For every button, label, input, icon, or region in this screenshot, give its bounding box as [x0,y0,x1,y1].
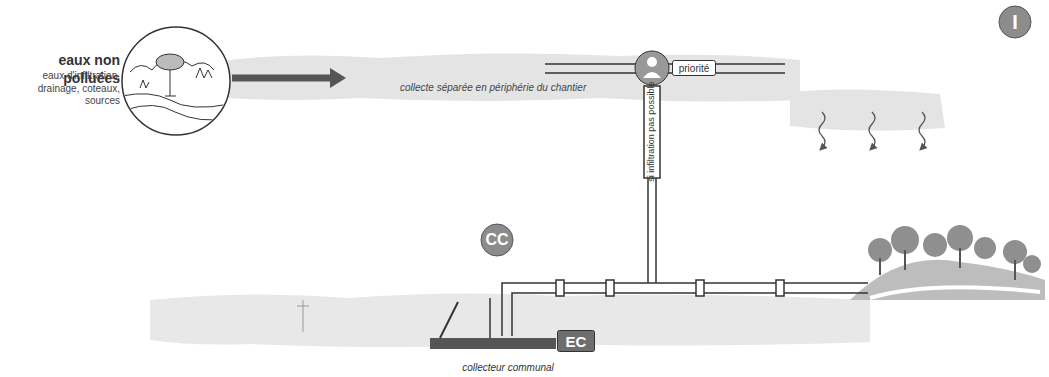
node-label: I [1012,11,1018,34]
flow-arrow [330,68,346,88]
flap-valve [440,302,458,338]
collector-label: collecteur communal [462,362,554,375]
node-label: CC [485,231,508,249]
note-label: collecte séparée en périphérie du chanti… [400,82,660,95]
node-label: priorité [679,63,710,74]
callout-circle: I [998,5,1032,39]
callout-circle: CC [480,223,514,257]
priority-tag: priorité [672,60,716,76]
source-list: eaux d'infiltration, drainage, coteaux, … [18,70,120,108]
flow-arrow [232,75,332,82]
node-label: EC [566,333,587,350]
trees [850,225,1045,300]
drain-pipe [490,280,868,340]
spring-illustration [122,27,230,135]
ground-band [228,53,800,101]
callout-box: EC [557,330,595,352]
infiltration-arrow [819,112,925,148]
heading-label: eaux non polluées [8,52,120,87]
pole [297,300,309,332]
pipe-label: si infiltration pas possible [646,82,657,182]
collector-bar [430,338,556,349]
person-icon [635,51,669,85]
